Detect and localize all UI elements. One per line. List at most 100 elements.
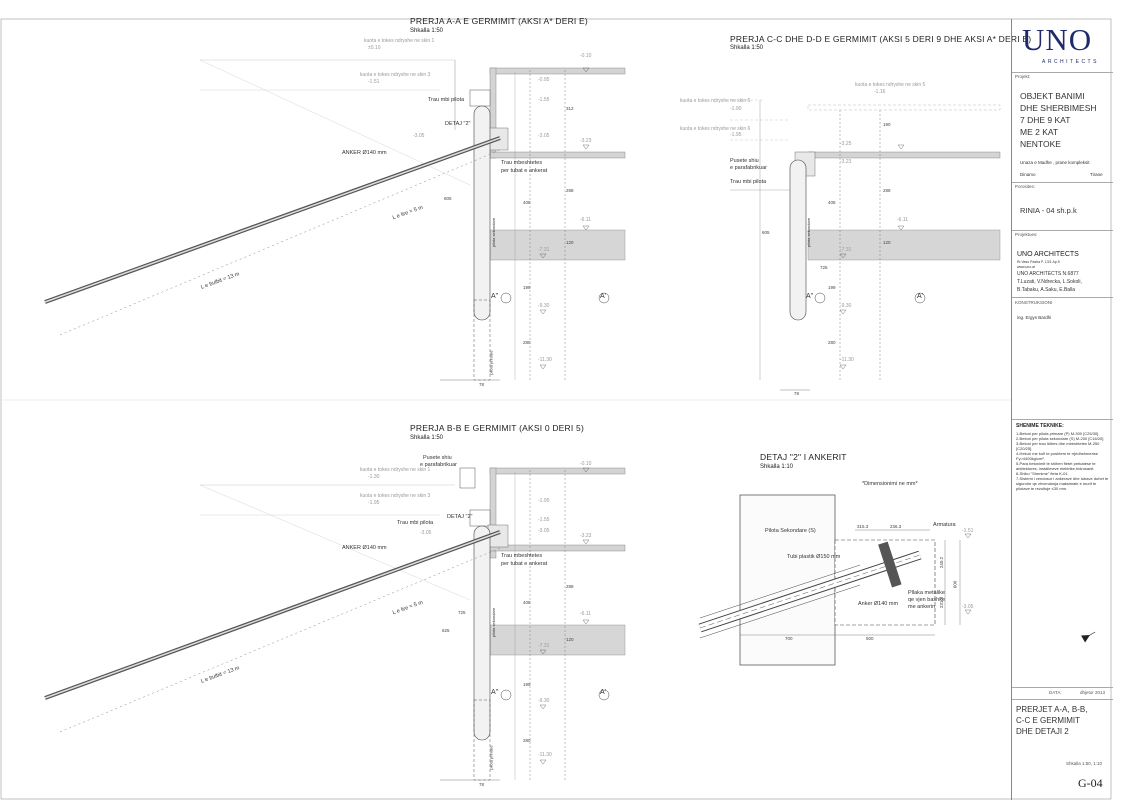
detail-dim-700: 700 xyxy=(785,636,793,641)
aa-trau-mbi-pilota: Trau mbi pilota xyxy=(428,97,465,103)
bb-dim-78: 78 xyxy=(479,782,485,787)
bb-anker: ANKER Ø140 mm xyxy=(342,545,387,551)
bb-pilota-primare: pilota primare xyxy=(488,745,494,770)
bb-level-14: -1.95 xyxy=(368,500,380,506)
bb-axis-a1: A' xyxy=(600,689,607,696)
cc-dim-78: 78 xyxy=(794,391,800,396)
bb-dim-408: 408 xyxy=(523,600,531,605)
note-item: 1-Betoni per pilota primare (P) M-300 [C… xyxy=(1016,431,1100,436)
aa-dim-605: 605 xyxy=(444,196,452,201)
note-item: 7-Sistemi i vendosur i ankerave dhe tuba… xyxy=(1016,476,1109,491)
cc-level-17: -1.16 xyxy=(874,89,886,95)
notes-title: SHENIME TEKNIKE: xyxy=(1016,423,1064,429)
bb-level-5: -1.95 xyxy=(538,498,550,504)
detail-anker: Anker Ø140 mm xyxy=(858,601,899,607)
detail-title: DETAJ "2" I ANKERIT xyxy=(760,452,847,462)
slab-basement-bb xyxy=(489,624,626,656)
bb-level-13: -1.30 xyxy=(368,474,380,480)
cc-trau-mbi-pilota: Trau mbi pilota xyxy=(730,179,767,185)
aa-level-1: ±0.10 xyxy=(368,45,381,51)
aa-level-12: -11.30 xyxy=(538,357,552,363)
data-label: DATA: xyxy=(1049,690,1062,695)
aa-axis-a1: A' xyxy=(600,293,607,300)
detail-dim-600: 600 xyxy=(952,580,958,589)
note-item: 3-Betoni per trau lidhes dhe mbeshtetes … xyxy=(1016,441,1100,451)
cc-dim-199: 199 xyxy=(828,285,836,290)
aa-level-7: -3.05 xyxy=(538,133,550,139)
designer-addr2: www.uno.al xyxy=(1017,265,1035,269)
pile-primary-bb xyxy=(473,699,491,781)
detail-level-a: -1.51 xyxy=(962,528,974,534)
detail-level-b: -3.05 xyxy=(962,604,974,610)
aa-axis-a2: A" xyxy=(491,293,499,300)
project-line-2: 7 DHE 9 KAT xyxy=(1020,115,1071,125)
bb-kuota-skin3: kuota e tokes ndryshe ne skin 3 xyxy=(360,493,431,499)
north-arrow xyxy=(1081,631,1096,643)
bb-level-8: -3.23 xyxy=(580,533,592,539)
section-bb-geometry xyxy=(44,467,626,781)
cc-level-8: -3.23 xyxy=(840,159,852,165)
section-aa-title: PRERJA A-A E GERMIMIT (AKSI A* DERI E) xyxy=(410,16,588,26)
section-cc-title: PRERJA C-C DHE D-D E GERMIMIT (AKSI 5 DE… xyxy=(730,34,1032,44)
cc-pusete1: Pusete shiu xyxy=(730,158,759,164)
detail-scale: Shkalla 1:10 xyxy=(760,464,794,470)
project-line-0: OBJEKT BANIMI xyxy=(1020,91,1085,101)
aa-level-11: -9.30 xyxy=(538,303,550,309)
pile-primary-aa xyxy=(473,299,491,381)
aa-pilota-sekondare: pilota sekondare xyxy=(491,217,497,248)
detail-pilota-sek: Pilota Sekondare (S) xyxy=(765,528,816,534)
bb-level-7: -3.05 xyxy=(538,528,550,534)
sheet-scale: Shkalla 1:50, 1:10 xyxy=(1066,761,1103,766)
bb-level-10: -7.31 xyxy=(538,643,550,649)
designer-addr1: Rr.Vaso Pasha P. 13/1 Ap.5 xyxy=(1017,260,1060,264)
porosites-label: Porosites: xyxy=(1015,184,1036,189)
aa-level-5: -0.95 xyxy=(538,77,550,83)
detail-armatura: Armatura xyxy=(933,522,956,528)
bb-axis-a2: A" xyxy=(491,689,499,696)
aa-level-8: -3.23 xyxy=(580,138,592,144)
cc-dim-725: 725 xyxy=(820,265,828,270)
section-aa-geometry xyxy=(44,59,626,381)
sheet-number: G-04 xyxy=(1078,776,1103,790)
aa-dim-78: 78 xyxy=(479,382,485,387)
bb-dim-625: 625 xyxy=(442,628,450,633)
cc-dim-605: 605 xyxy=(762,230,770,235)
bb-dim-199: 199 xyxy=(523,682,531,687)
client-name: RINIA - 04 sh.p.k xyxy=(1020,206,1077,215)
bb-per-tubat: per tubat e ankerat xyxy=(501,561,548,567)
cc-dim-280: 280 xyxy=(828,340,836,345)
detail-dim-2318: 231.8 xyxy=(939,596,945,609)
cc-level-9: -6.11 xyxy=(897,217,909,223)
projektues-label: Projektues: xyxy=(1015,232,1038,237)
detail-pile xyxy=(739,494,836,666)
bb-dim-725: 725 xyxy=(458,610,466,615)
slab-basement-aa xyxy=(489,229,626,261)
detail-pllaka1: Pllaka metalike xyxy=(908,590,945,596)
aa-level-6: -1.55 xyxy=(538,97,550,103)
cc-level-10: -7.31 xyxy=(840,247,852,253)
detail-dim-3153: 315.3 xyxy=(857,524,869,529)
designer-team1: T.Luzati, V.Ndrecka, L.Sokoli, xyxy=(1017,279,1082,285)
detail-dim-2363: 236.3 xyxy=(890,524,902,529)
date-value: dhjetor 2013 xyxy=(1080,690,1106,695)
cc-axis-a2: A" xyxy=(806,293,814,300)
note-item: 2-Betoni per pilota sekondare (S) M-200 … xyxy=(1016,436,1105,441)
cc-axis-a1: A' xyxy=(917,293,924,300)
cc-dim-120: 120 xyxy=(883,240,891,245)
notes-list: 1-Betoni per pilota primare (P) M-300 [C… xyxy=(1016,431,1110,491)
section-aa-scale: Shkalla 1:50 xyxy=(410,28,444,34)
aa-dim-312: 312 xyxy=(566,106,574,111)
sheet-title-1: C-C E GERMIMIT xyxy=(1016,716,1080,725)
aa-level-10: -7.31 xyxy=(538,247,550,253)
note-item: 4-Hekuri me kufi te poshtem te rrjedhshm… xyxy=(1016,451,1099,461)
cc-pusete2: e parafabrikuar xyxy=(730,165,767,171)
aa-per-tubat: per tubat e ankerat xyxy=(501,168,548,174)
cc-kuota-skin5: kuota e tokes ndryshe ne skin 5 xyxy=(855,82,926,88)
cc-kuota-skin6b: kuota e tokes ndryshe ne skin 6 xyxy=(680,126,751,132)
cc-kuota-skin6a: kuota e tokes ndryshe ne skin 6 xyxy=(680,98,751,104)
cc-level-16: -1.90 xyxy=(730,106,742,112)
cc-dim-190: 190 xyxy=(883,122,891,127)
uno-logo-sub: ARCHITECTS xyxy=(1042,59,1099,65)
bb-dim-288: 288 xyxy=(566,584,574,589)
